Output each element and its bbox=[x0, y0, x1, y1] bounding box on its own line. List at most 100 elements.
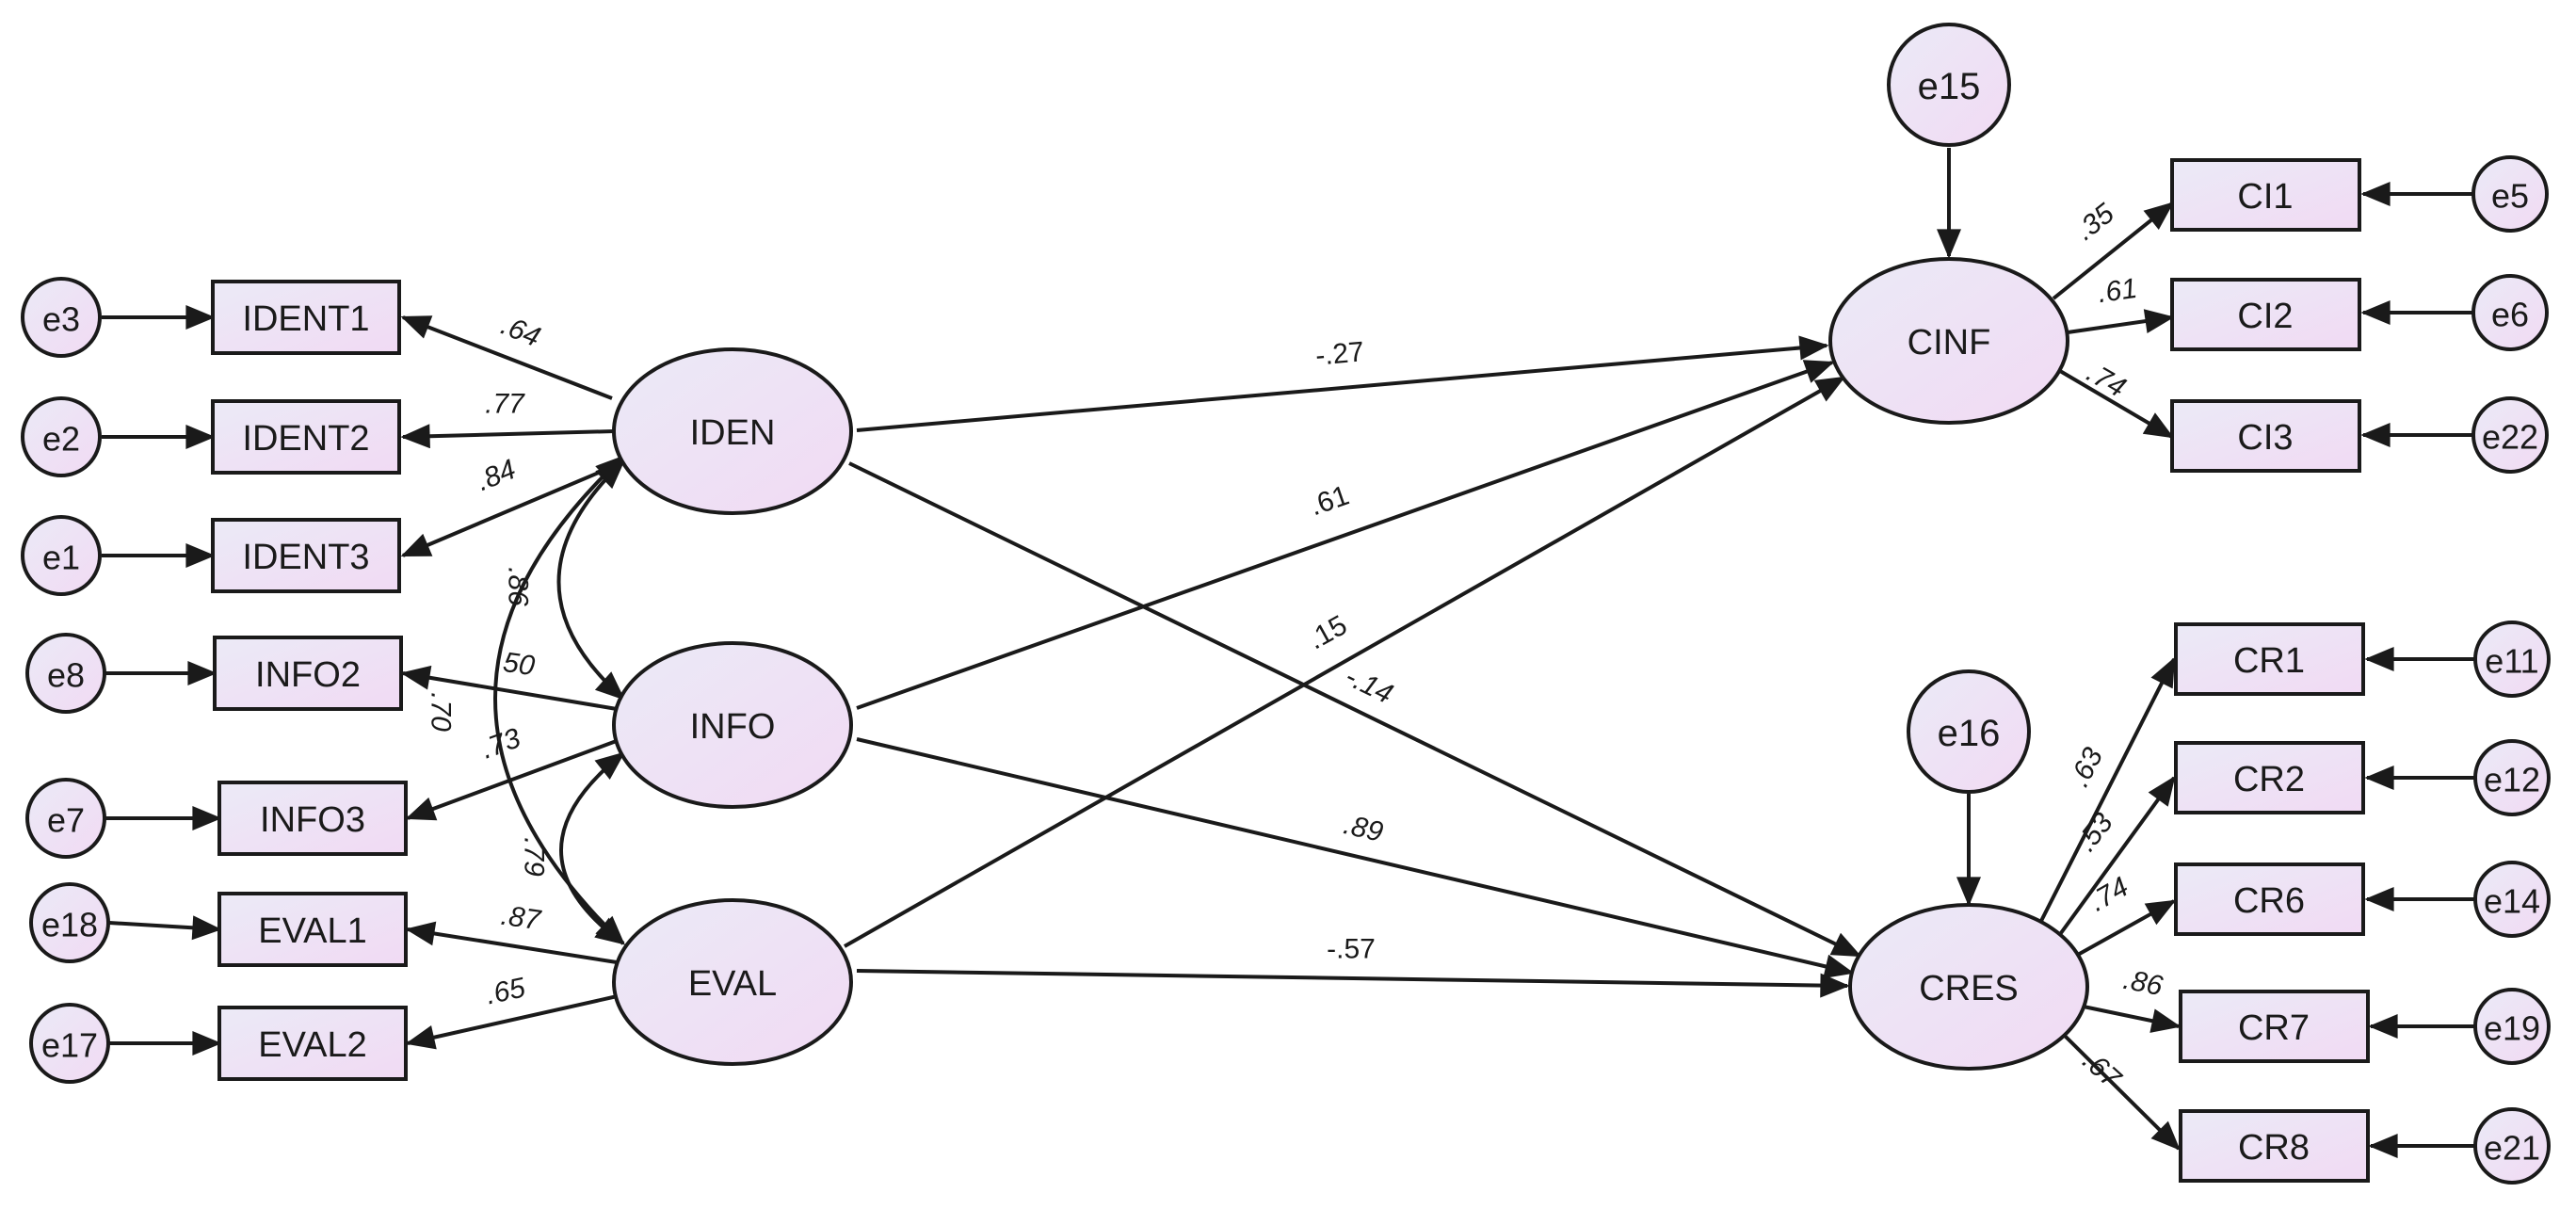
error-label-e17: e17 bbox=[41, 1026, 98, 1065]
arrow-cres-cr1 bbox=[2038, 656, 2176, 924]
indicator-label-ident2: IDENT2 bbox=[242, 419, 369, 459]
covariance-iden-info bbox=[556, 459, 625, 701]
error-node-e1 bbox=[21, 515, 102, 596]
error-label-e7: e7 bbox=[47, 801, 85, 840]
latent-label-cres: CRES bbox=[1919, 969, 2019, 1008]
loading-label-cres-cr1: .63 bbox=[2064, 743, 2109, 792]
error-label-e15: e15 bbox=[1918, 66, 1981, 107]
error-node-e3 bbox=[21, 277, 102, 358]
loading-label-eval-eval1: .87 bbox=[499, 900, 543, 937]
error-label-e5: e5 bbox=[2491, 177, 2529, 216]
latent-label-cinf: CINF bbox=[1908, 323, 1991, 363]
loading-label-iden-ident3: .84 bbox=[472, 454, 520, 497]
indicator-box-ci3 bbox=[2170, 399, 2361, 473]
error-node-e18 bbox=[29, 882, 110, 963]
error-label-e22: e22 bbox=[2482, 418, 2538, 457]
correlation-label-iden-info: .86 bbox=[503, 567, 534, 606]
error-node-e7 bbox=[25, 778, 106, 859]
error-label-e12: e12 bbox=[2484, 761, 2540, 799]
loading-label-iden-ident1: .64 bbox=[496, 310, 544, 353]
error-node-e19 bbox=[2473, 988, 2551, 1065]
correlation-label-iden-eval: .70 bbox=[426, 692, 457, 732]
indicator-label-cr8: CR8 bbox=[2238, 1128, 2310, 1168]
arrow-iden-ident1 bbox=[400, 315, 613, 400]
arrow-cres-cr6 bbox=[2075, 899, 2177, 958]
loading-label-cinf-ci1: .35 bbox=[2069, 198, 2119, 247]
error-label-e3: e3 bbox=[42, 300, 80, 339]
error-label-e14: e14 bbox=[2484, 882, 2540, 921]
indicator-box-info2 bbox=[213, 636, 403, 711]
indicator-box-cr1 bbox=[2174, 622, 2365, 696]
loading-label-eval-eval2: .65 bbox=[483, 972, 528, 1010]
covariance-info-eval bbox=[559, 751, 626, 945]
latent-node-info bbox=[612, 641, 853, 809]
error-node-e21 bbox=[2473, 1107, 2551, 1185]
path-info-cinf bbox=[856, 360, 1835, 710]
path-label-iden-cres: -.14 bbox=[1341, 661, 1398, 710]
latent-label-info: INFO bbox=[690, 707, 776, 747]
indicator-box-eval2 bbox=[217, 1006, 408, 1081]
error-node-e6 bbox=[2471, 274, 2549, 351]
arrow-info-info3 bbox=[405, 737, 622, 821]
indicator-label-info2: INFO2 bbox=[255, 655, 361, 695]
path-label-eval-cres: -.57 bbox=[1327, 934, 1376, 965]
indicator-box-cr7 bbox=[2179, 990, 2370, 1063]
loading-label-cres-cr7: .86 bbox=[2120, 964, 2165, 1002]
loading-label-info-info2: .50 bbox=[493, 646, 537, 683]
arrow-cres-cr7 bbox=[2078, 1004, 2182, 1033]
error-node-e12 bbox=[2473, 739, 2551, 816]
latent-node-cres bbox=[1848, 903, 2089, 1071]
arrow-info-info2 bbox=[400, 665, 618, 711]
error-label-e2: e2 bbox=[42, 420, 80, 459]
loading-label-iden-ident2: .77 bbox=[485, 389, 525, 420]
indicator-label-cr2: CR2 bbox=[2233, 760, 2305, 799]
correlation-label-info-eval: .79 bbox=[519, 837, 550, 877]
arrow-cres-cr2 bbox=[2056, 775, 2176, 939]
path-eval-cres bbox=[856, 969, 1850, 998]
latent-node-eval bbox=[612, 898, 853, 1066]
error-node-e5 bbox=[2471, 155, 2549, 233]
loading-label-cres-cr6: .74 bbox=[2085, 871, 2134, 917]
arrow-cinf-ci1 bbox=[2052, 202, 2175, 300]
arrow-cinf-ci3 bbox=[2058, 369, 2175, 439]
path-label-info-cres: .89 bbox=[1341, 809, 1386, 848]
indicator-label-cr7: CR7 bbox=[2238, 1008, 2310, 1048]
indicator-label-ci2: CI2 bbox=[2237, 297, 2293, 336]
loading-label-cinf-ci3: .74 bbox=[2082, 357, 2132, 403]
indicator-box-cr6 bbox=[2174, 862, 2365, 936]
arrow-eval-eval2 bbox=[405, 993, 622, 1050]
indicator-box-ident3 bbox=[211, 518, 401, 593]
indicator-label-info3: INFO3 bbox=[260, 800, 365, 840]
indicator-box-ci1 bbox=[2170, 158, 2361, 232]
arrow-eval-eval1 bbox=[405, 921, 618, 964]
latent-node-iden bbox=[612, 347, 853, 515]
indicator-label-cr6: CR6 bbox=[2233, 881, 2305, 921]
indicator-box-ident1 bbox=[211, 280, 401, 355]
indicator-label-cr1: CR1 bbox=[2233, 641, 2305, 681]
path-label-eval-cinf: .15 bbox=[1303, 609, 1352, 655]
loading-label-info-info3: .73 bbox=[477, 722, 525, 765]
indicator-label-ident1: IDENT1 bbox=[242, 299, 369, 339]
error-node-e2 bbox=[21, 396, 102, 477]
covariance-iden-eval bbox=[493, 455, 625, 945]
arrow-iden-ident2 bbox=[400, 424, 615, 449]
error-node-e22 bbox=[2471, 396, 2549, 474]
path-info-cres bbox=[856, 737, 1855, 979]
error-node-e16 bbox=[1907, 669, 2031, 794]
indicator-label-ident3: IDENT3 bbox=[242, 538, 369, 577]
error-node-e15 bbox=[1887, 23, 2011, 147]
indicator-label-eval1: EVAL1 bbox=[258, 911, 366, 951]
path-label-iden-cinf: -.27 bbox=[1314, 336, 1365, 371]
indicator-box-ident2 bbox=[211, 399, 401, 475]
arrow-cres-cr8 bbox=[2062, 1033, 2181, 1151]
indicator-box-cr8 bbox=[2179, 1109, 2370, 1183]
arrow-iden-ident3 bbox=[400, 459, 626, 557]
indicator-label-ci3: CI3 bbox=[2237, 418, 2293, 458]
indicator-box-ci2 bbox=[2170, 278, 2361, 351]
latent-label-iden: IDEN bbox=[690, 413, 776, 453]
error-label-e8: e8 bbox=[47, 656, 85, 695]
error-node-e11 bbox=[2473, 621, 2551, 698]
arrow-e18-eval1 bbox=[108, 915, 222, 941]
loading-label-cinf-ci2: .61 bbox=[2096, 273, 2139, 309]
